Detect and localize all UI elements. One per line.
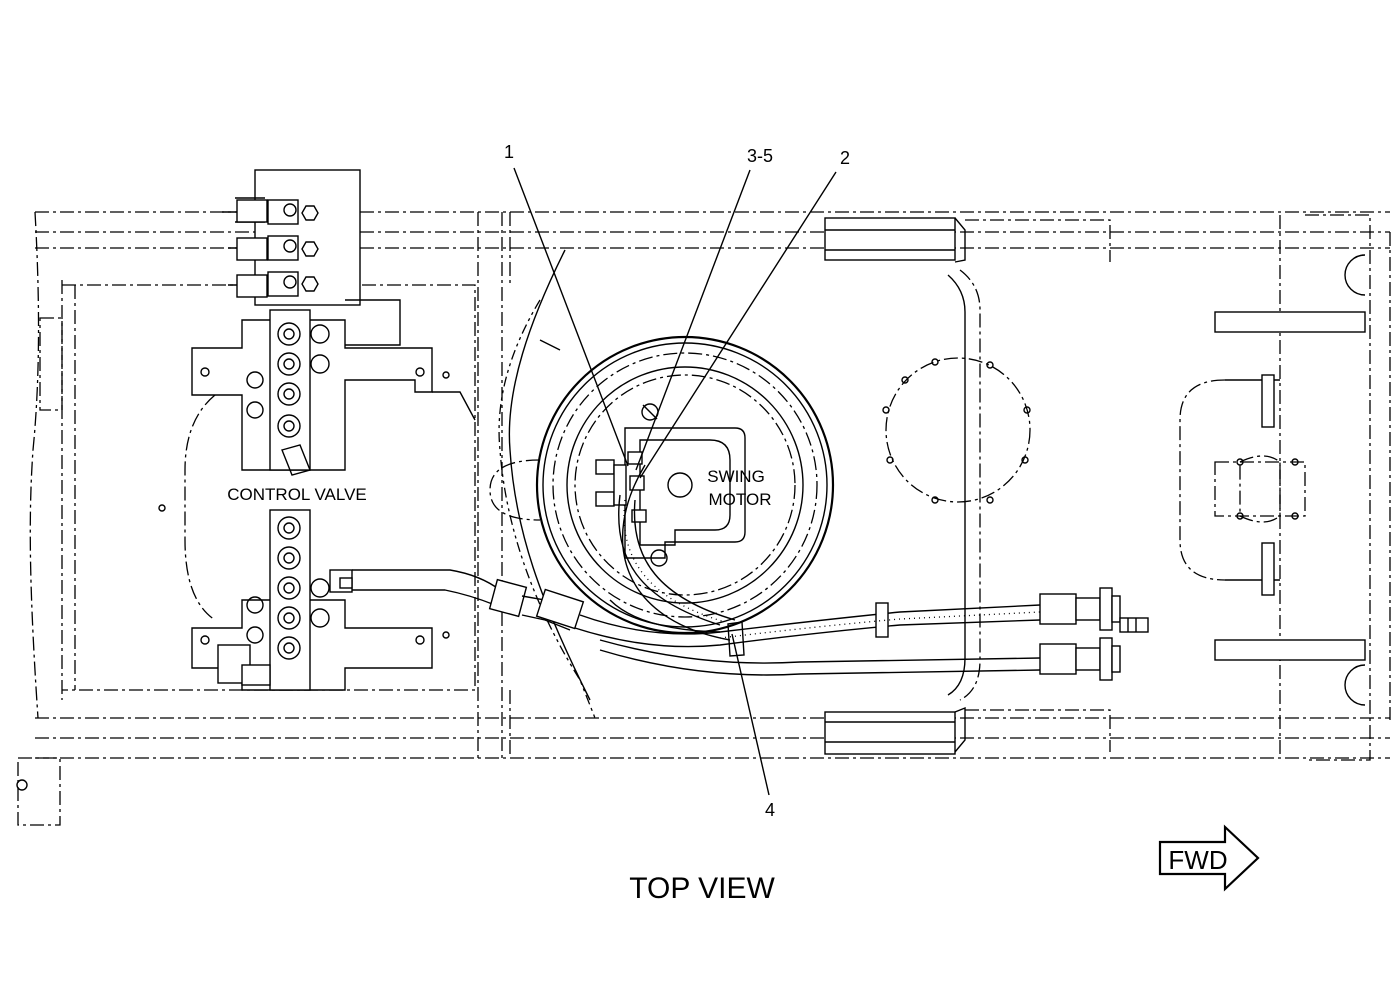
fwd-arrow: FWD xyxy=(1158,824,1260,892)
swing-motor xyxy=(595,403,746,567)
track-brackets xyxy=(824,217,1111,755)
callout-1: 1 xyxy=(504,142,514,162)
leader-2 xyxy=(639,171,837,479)
control-valve-assembly xyxy=(158,169,476,691)
leader-lines xyxy=(513,167,837,796)
swing-motor-label-line1: SWING xyxy=(707,467,765,486)
callout-4: 4 xyxy=(765,800,775,820)
swing-motor-label-line2: MOTOR xyxy=(709,490,772,509)
fwd-label: FWD xyxy=(1168,845,1227,875)
leader-3-5 xyxy=(635,169,751,471)
callout-3-5: 3-5 xyxy=(747,146,773,166)
leader-4 xyxy=(731,633,770,796)
control-valve-label: CONTROL VALVE xyxy=(227,485,367,504)
frame-outline xyxy=(16,211,1391,826)
view-title: TOP VIEW xyxy=(629,872,775,905)
callout-2: 2 xyxy=(840,148,850,168)
hydraulic-hoses xyxy=(352,464,1149,681)
leader-1 xyxy=(513,167,629,467)
